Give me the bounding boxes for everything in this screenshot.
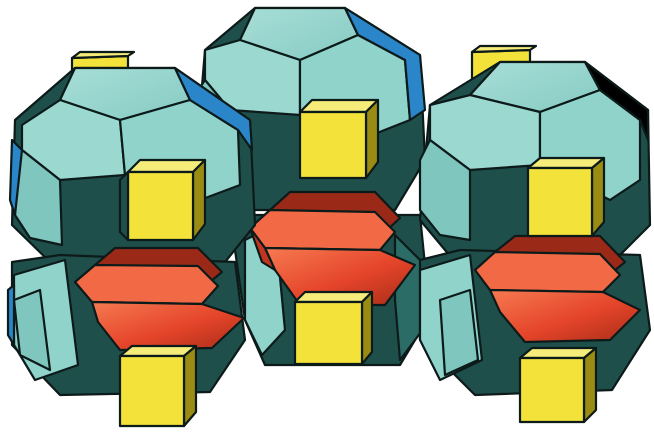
column-left	[8, 52, 255, 426]
column-right	[420, 46, 650, 422]
cube-middle-lower	[295, 292, 372, 364]
cube-left-lower	[120, 346, 196, 426]
cube-middle-upper	[300, 100, 378, 178]
cube-left-upper	[120, 160, 205, 240]
cube-right-lower	[520, 348, 596, 422]
cube-right-upper	[528, 158, 604, 236]
